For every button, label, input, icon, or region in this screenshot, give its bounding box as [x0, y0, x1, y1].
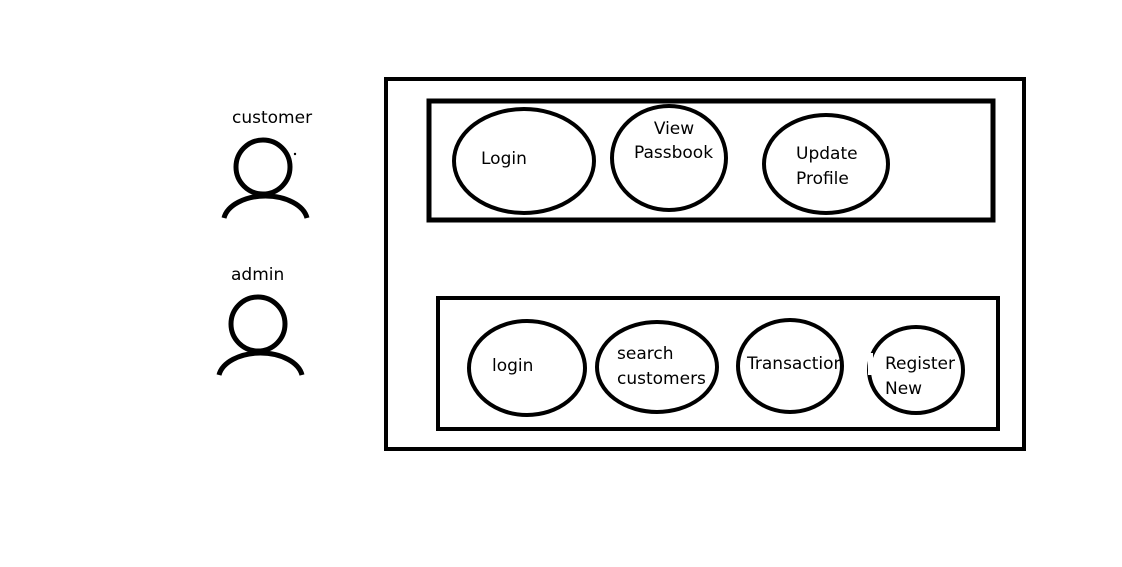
customer-usecase-group [426, 98, 996, 223]
admin-head [228, 294, 288, 354]
usecase-label-customer-login: Login [481, 149, 527, 169]
customer-head [233, 137, 293, 197]
usecase-label-view-passbook-line2: Passbook [634, 143, 714, 163]
usecase-admin-login [467, 319, 587, 417]
usecase-search-customers [595, 320, 719, 414]
usecase-label-view-passbook-line1: View [653, 119, 695, 139]
usecase-view-passbook [610, 104, 728, 212]
actor-label-admin: admin [231, 265, 285, 285]
usecase-label-transaction: Transaction [747, 354, 845, 374]
usecase-label-search-customers-line2: customers [617, 369, 706, 389]
circle-gap [868, 353, 873, 375]
actor-label-customer: customer [232, 108, 313, 128]
usecase-label-update-profile-line2: Profile [796, 169, 849, 189]
usecase-update-profile [762, 113, 890, 215]
usecase-label-register-new-line2: New [885, 379, 923, 399]
usecase-label-admin-login: login [492, 356, 534, 376]
customer-body [221, 193, 310, 219]
usecase-customer-login [452, 107, 596, 215]
usecase-label-search-customers-line1: search [617, 344, 674, 364]
usecase-transaction [736, 318, 844, 414]
stray-dot [293, 152, 297, 156]
admin-body [216, 350, 305, 376]
customer-actor-figure [221, 137, 310, 219]
admin-usecase-group [436, 296, 1000, 431]
usecase-label-update-profile-line1: Update [796, 144, 858, 164]
admin-actor-figure [216, 294, 305, 376]
usecase-label-register-new-line1: Register [885, 354, 955, 374]
system-boundary [384, 77, 1026, 451]
